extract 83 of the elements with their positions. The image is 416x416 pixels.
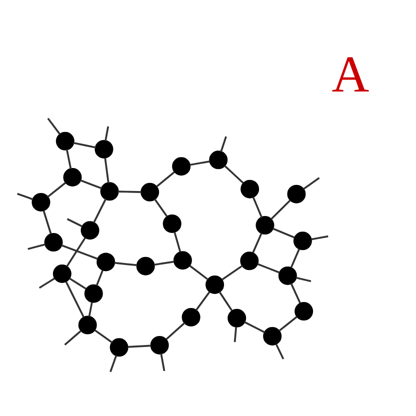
connector	[94, 330, 113, 344]
connector	[195, 292, 210, 311]
connector	[234, 326, 238, 342]
node-circle	[182, 308, 200, 326]
label: A	[332, 46, 370, 104]
connector	[104, 126, 110, 142]
connector	[66, 149, 72, 170]
connector	[110, 354, 118, 372]
node-circle	[263, 326, 282, 346]
connector	[88, 302, 93, 317]
connector	[96, 270, 104, 286]
connector	[290, 248, 300, 268]
connector	[28, 244, 46, 250]
connector	[128, 344, 152, 348]
node-circle	[240, 252, 259, 270]
connector	[218, 291, 233, 312]
node-circle	[63, 168, 82, 186]
node-circle	[209, 150, 228, 170]
node-circle	[172, 157, 191, 176]
node-circle	[94, 140, 114, 158]
node-circle	[80, 221, 100, 240]
connector	[154, 260, 174, 266]
node-circle	[96, 252, 116, 272]
connector	[64, 330, 82, 346]
connector	[290, 283, 301, 304]
connector	[118, 190, 142, 193]
connector	[278, 316, 298, 332]
connector	[166, 322, 186, 340]
connector	[47, 118, 61, 135]
connector	[92, 198, 107, 224]
connector	[66, 237, 86, 267]
connector	[272, 228, 296, 238]
connector	[244, 321, 266, 334]
connector	[174, 232, 182, 252]
node-circle	[52, 264, 72, 283]
connector	[224, 165, 244, 184]
connector	[61, 244, 98, 260]
node-circle	[140, 182, 160, 202]
node-circle	[162, 214, 182, 233]
connector	[275, 344, 284, 360]
node-circle	[150, 336, 169, 354]
node-circle	[287, 184, 306, 204]
connector	[302, 177, 320, 190]
connector	[160, 353, 166, 372]
connector	[154, 198, 168, 217]
node-circle	[256, 216, 274, 235]
connector	[66, 218, 83, 228]
connector	[104, 158, 110, 184]
node-circle	[44, 233, 63, 252]
node-circle	[278, 266, 297, 285]
node-circle	[136, 256, 155, 276]
connector	[73, 142, 96, 148]
connector	[190, 160, 210, 166]
node-circle	[240, 180, 260, 198]
connector	[252, 232, 262, 254]
connector	[296, 276, 312, 282]
node-circle	[293, 232, 312, 250]
connector	[16, 192, 34, 200]
connector	[189, 265, 209, 280]
connector	[47, 182, 66, 198]
connector	[311, 235, 328, 240]
node-circle	[206, 275, 224, 294]
connector	[270, 200, 291, 220]
connector	[156, 171, 175, 188]
connector	[68, 278, 86, 290]
connector	[114, 262, 138, 266]
node-circle	[294, 302, 314, 321]
node-circle	[100, 182, 119, 201]
connector	[65, 281, 85, 318]
connector	[42, 210, 52, 234]
node-circle	[228, 308, 246, 328]
connector	[252, 196, 263, 218]
node-circle	[84, 284, 103, 303]
node-circle	[56, 132, 74, 150]
connector	[80, 179, 102, 190]
connector	[222, 264, 244, 280]
node-circle	[32, 192, 50, 212]
node-circle	[78, 316, 97, 334]
node-circle	[173, 251, 192, 270]
connector	[38, 278, 55, 289]
connector	[220, 136, 227, 152]
node-circle	[110, 338, 128, 357]
connector	[257, 263, 280, 274]
